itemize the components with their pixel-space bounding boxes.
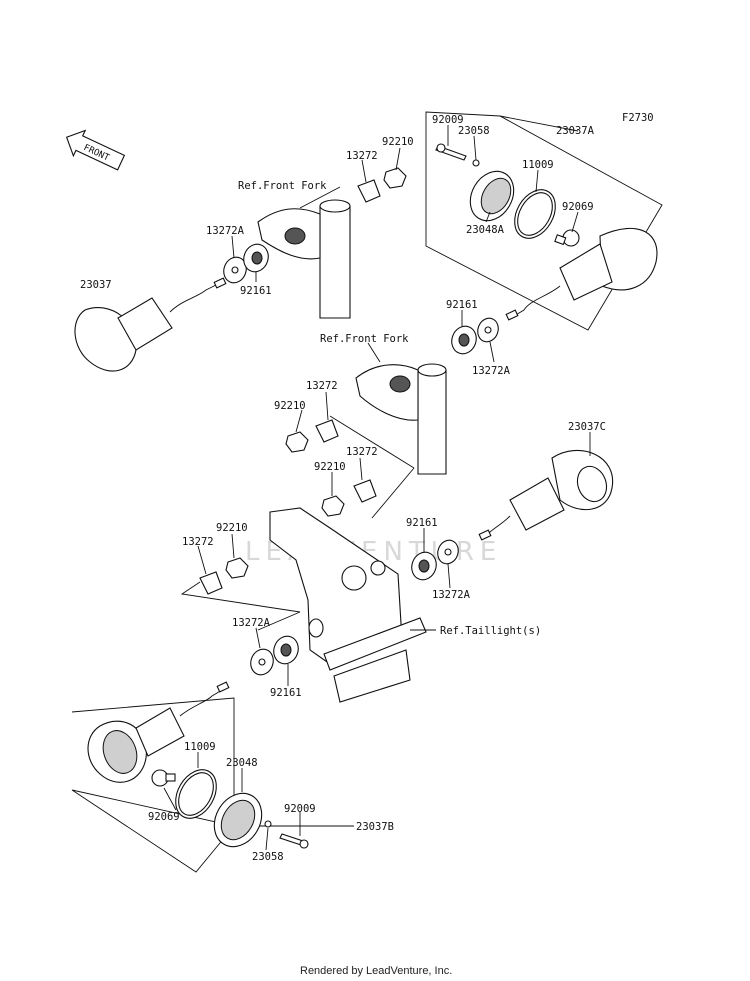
callout-92009-bot: 92009 (284, 803, 316, 815)
washer-13272-mid (315, 419, 339, 443)
callout-ref-front-fork-2: Ref.Front Fork (320, 333, 409, 345)
callout-23037A: 23037A (556, 125, 595, 137)
taillight-bracket (269, 507, 427, 703)
callout-ref-taillight: Ref.Taillight(s) (440, 625, 541, 637)
callout-13272-d: 13272 (182, 536, 214, 548)
callout-92210-a: 92210 (382, 136, 414, 148)
callout-13272A-a: 13272A (206, 225, 245, 237)
turn-signal-23037A (505, 227, 658, 321)
front-fork-lower (355, 363, 447, 475)
bushing-92161-right (411, 551, 437, 581)
group-box-23037B (71, 697, 354, 873)
callout-23037B: 23037B (356, 821, 394, 833)
bulb-92069-top (554, 229, 580, 247)
callout-13272-a: 13272 (346, 150, 378, 162)
callout-23037C: 23037C (568, 421, 606, 433)
grommet-23058-top (472, 159, 480, 167)
callout-13272A-b: 13272A (472, 365, 511, 377)
callout-23058-bot: 23058 (252, 851, 284, 863)
callout-23058-top: 23058 (458, 125, 490, 137)
screw-92009-top (435, 143, 467, 161)
figure-code: F2730 (622, 112, 654, 124)
callout-92161-a: 92161 (240, 285, 272, 297)
callout-92210-d: 92210 (216, 522, 248, 534)
washer-13272-low (199, 571, 223, 595)
callout-13272A-c: 13272A (432, 589, 471, 601)
callout-92210-c: 92210 (314, 461, 346, 473)
bushing-92161-low (273, 635, 299, 665)
callout-13272-b: 13272 (306, 380, 338, 392)
bulb-92069-bot (151, 769, 176, 787)
turn-signal-23037C (478, 449, 614, 541)
washer-13272A-low (250, 648, 274, 676)
washer-13272A-top (223, 256, 247, 284)
nut-92210-mid (285, 431, 309, 453)
washer-13272A-right (437, 539, 459, 565)
front-fork-upper (257, 199, 351, 319)
callout-11009-bot: 11009 (184, 741, 216, 753)
callout-11009-top: 11009 (522, 159, 554, 171)
leader-lines (163, 115, 591, 851)
callout-92069-top: 92069 (562, 201, 594, 213)
washer-13272-top (357, 179, 381, 203)
nut-92210-mid2 (321, 495, 345, 517)
callout-92161-b: 92161 (446, 299, 478, 311)
turn-signal-23037B (87, 681, 230, 783)
nut-92210-low (225, 557, 249, 579)
bushing-92161-top (243, 243, 269, 273)
turn-signal-23037 (74, 277, 227, 372)
callout-92210-b: 92210 (274, 400, 306, 412)
callout-92069-bot: 92069 (148, 811, 180, 823)
callout-23048: 23048 (226, 757, 258, 769)
screw-92009-bot (279, 833, 309, 849)
lens-cover-23048 (213, 792, 263, 848)
footer-credit: Rendered by LeadVenture, Inc. (300, 965, 452, 977)
callout-92161-c: 92161 (406, 517, 438, 529)
grommet-23058-bot (264, 820, 272, 828)
nut-92210-top (383, 167, 407, 189)
front-arrow-icon: FRONT (65, 129, 126, 171)
lens-cover-23048A (469, 170, 515, 222)
gasket-11009-bot (175, 769, 217, 819)
callout-23048A: 23048A (466, 224, 505, 236)
callout-92009-top: 92009 (432, 114, 464, 126)
gasket-11009-top (514, 189, 556, 239)
callout-13272A-d: 13272A (232, 617, 271, 629)
callout-ref-front-fork-1: Ref.Front Fork (238, 180, 327, 192)
callout-13272-c: 13272 (346, 446, 378, 458)
bushing-92161-mid (451, 325, 477, 355)
washer-13272-mid2 (353, 479, 377, 503)
callout-92161-d: 92161 (270, 687, 302, 699)
washer-13272A-mid (477, 317, 499, 343)
guide-line-fork (180, 415, 415, 631)
callout-23037: 23037 (80, 279, 112, 291)
